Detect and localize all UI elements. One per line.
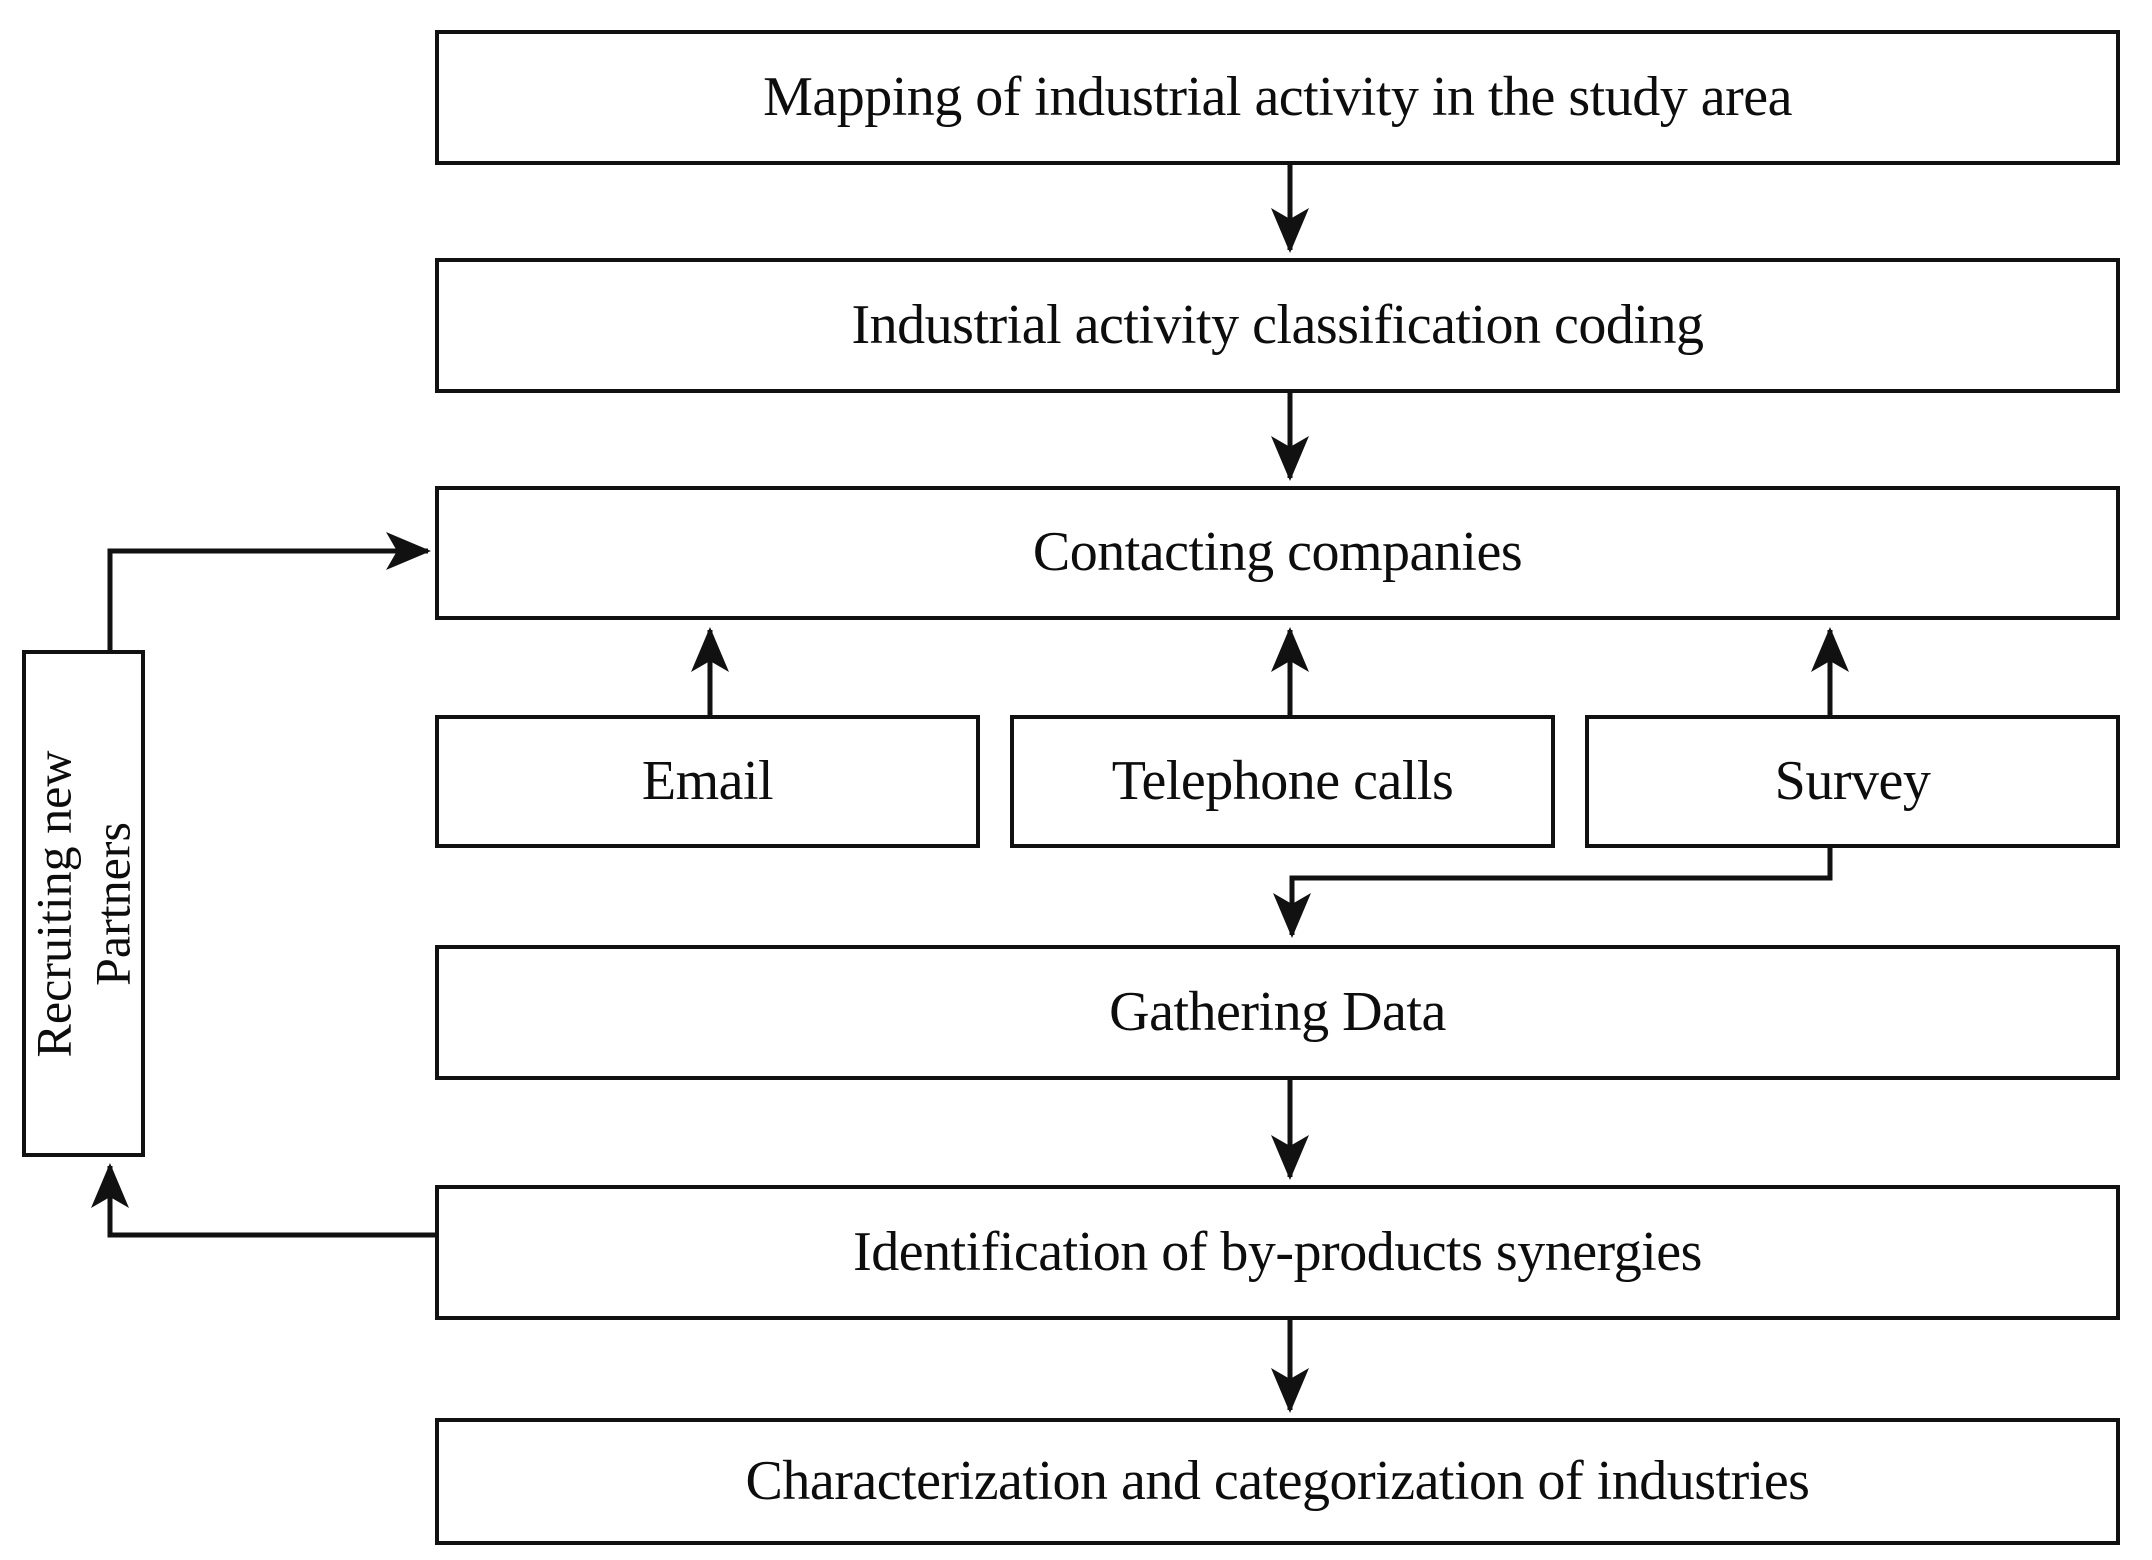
node-survey[interactable]: Survey — [1585, 715, 2120, 848]
edge-recruiting-to-contacting — [107, 532, 432, 650]
recruiting-label-line-1: Recruiting new — [25, 750, 82, 1057]
node-email-label: Email — [641, 749, 774, 812]
edge-survey-to-gathering — [1273, 848, 1833, 939]
node-coding-label: Industrial activity classification codin… — [851, 293, 1704, 356]
node-gathering-label: Gathering Data — [1109, 980, 1446, 1043]
edge-identification-to-recruiting — [91, 1162, 435, 1238]
node-contacting-companies[interactable]: Contacting companies — [435, 486, 2120, 620]
node-telephone-label: Telephone calls — [1111, 749, 1454, 812]
node-mapping-label: Mapping of industrial activity in the st… — [763, 65, 1792, 128]
node-recruiting-new-partners-label: Recruiting new Partners — [25, 750, 143, 1057]
node-mapping-of-industrial-activity[interactable]: Mapping of industrial activity in the st… — [435, 30, 2120, 165]
node-identification-of-by-products-synergies[interactable]: Identification of by-products synergies — [435, 1185, 2120, 1320]
node-industrial-activity-classification-coding[interactable]: Industrial activity classification codin… — [435, 258, 2120, 393]
recruiting-label-line-2: Partners — [84, 821, 141, 986]
node-characterization-label: Characterization and categorization of i… — [745, 1449, 1810, 1512]
node-email[interactable]: Email — [435, 715, 980, 848]
node-recruiting-new-partners[interactable]: Recruiting new Partners — [22, 650, 145, 1157]
node-survey-label: Survey — [1774, 749, 1931, 812]
node-gathering-data[interactable]: Gathering Data — [435, 945, 2120, 1080]
node-telephone-calls[interactable]: Telephone calls — [1010, 715, 1555, 848]
node-characterization-and-categorization-of-industries[interactable]: Characterization and categorization of i… — [435, 1418, 2120, 1545]
node-identification-label: Identification of by-products synergies — [853, 1220, 1702, 1283]
node-contacting-label: Contacting companies — [1032, 521, 1523, 584]
